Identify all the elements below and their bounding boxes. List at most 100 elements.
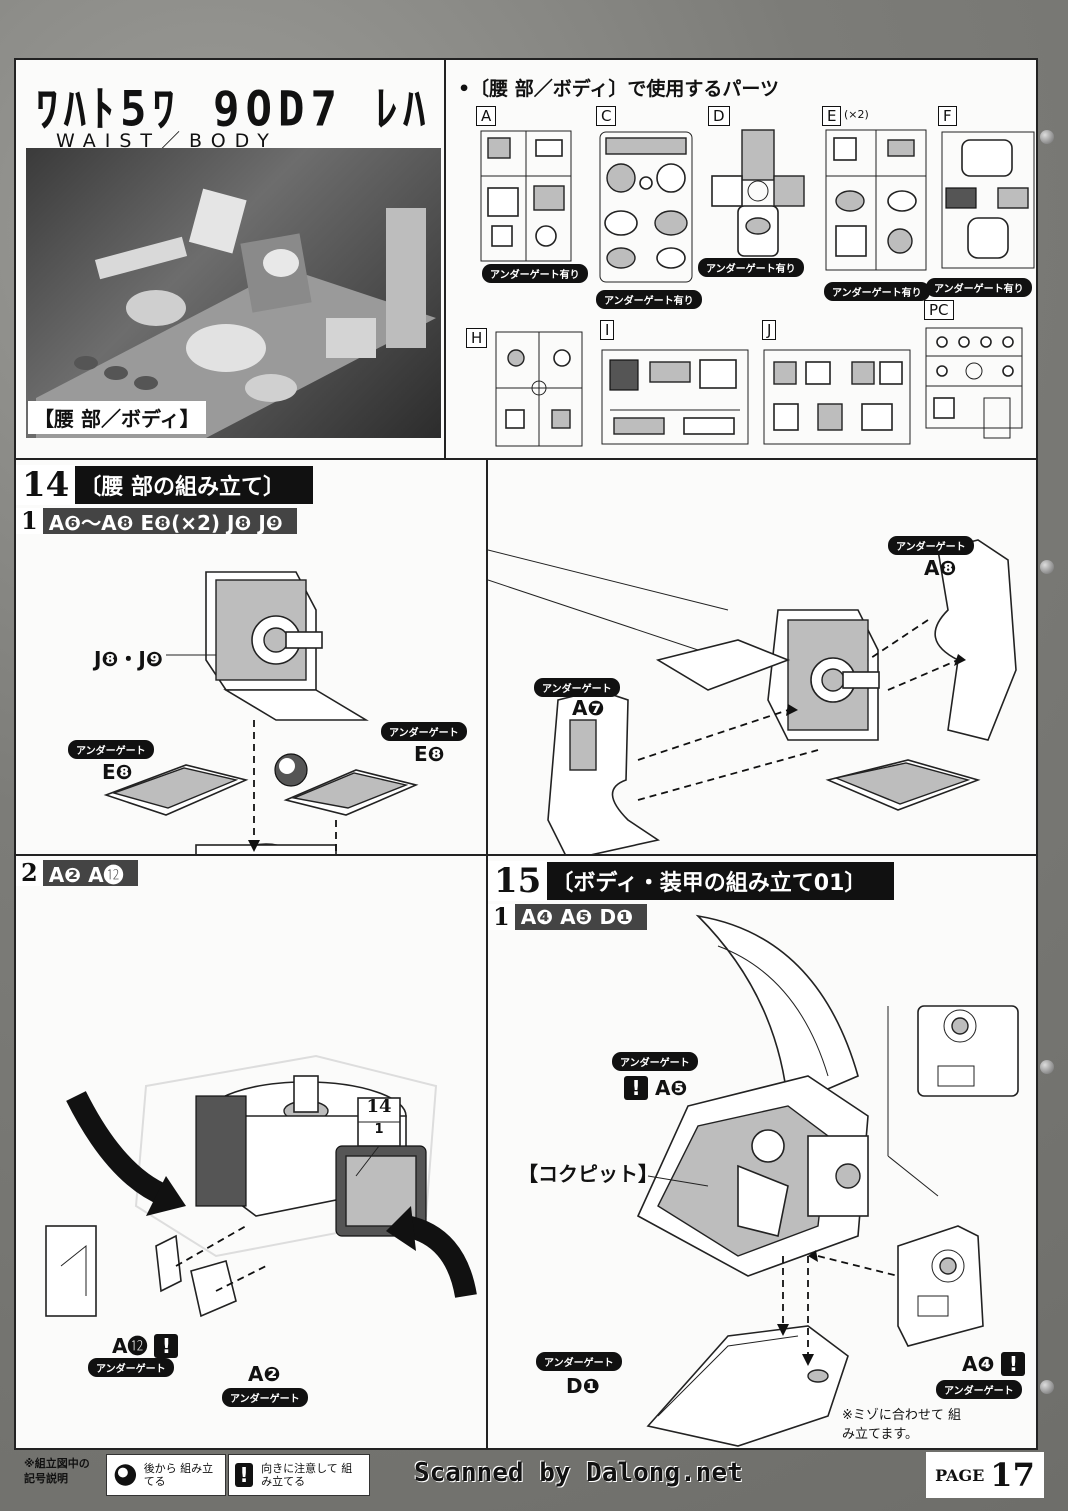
legend-title: ※組立図中の 記号説明 xyxy=(24,1457,90,1485)
under-gate-tag: アンダーゲート有り xyxy=(926,278,1032,297)
runner-j: J xyxy=(762,320,912,450)
rivet-icon xyxy=(1040,1380,1054,1394)
substep-bar: 2 A❷ A⓬ xyxy=(16,860,138,887)
page-number: 17 xyxy=(990,1456,1035,1494)
rivet-icon xyxy=(1040,1060,1054,1074)
scan-credit: Scanned by Dalong.net xyxy=(414,1458,743,1488)
substep-parts: A❻～A❽ E❽(×2) J❽ J❾ xyxy=(48,510,283,535)
callout-a5: ! A❺ xyxy=(624,1076,687,1100)
runner-c: C アンダーゲート有り xyxy=(596,106,702,309)
under-gate-tag: アンダーゲート xyxy=(534,678,620,697)
under-gate-tag: アンダーゲート有り xyxy=(482,264,588,283)
orientation-warning-icon: ! xyxy=(154,1334,179,1358)
step-number: 15 xyxy=(488,861,548,901)
substep-parts: A❹ A❺ D❶ xyxy=(520,905,633,929)
assembly-note: ※ミゾに合わせて 組み立てます。 xyxy=(842,1408,962,1442)
under-gate-tag: アンダーゲート xyxy=(68,740,154,759)
orientation-warning-icon: ! xyxy=(1001,1352,1026,1376)
orientation-warning-icon: ! xyxy=(624,1076,648,1100)
callout-a12-label: A⓬ xyxy=(112,1334,148,1358)
runner-label: PC xyxy=(924,300,954,320)
callout-a8: A❽ xyxy=(924,556,957,580)
photo-caption: 【腰 部／ボディ】 xyxy=(28,401,206,434)
substep-bar: 1 A❹ A❺ D❶ xyxy=(488,904,647,930)
runner-label: A xyxy=(476,106,497,126)
under-gate-tag: アンダーゲート xyxy=(888,536,974,555)
callout-e8-right: E❽ xyxy=(414,742,445,766)
runner-label: I xyxy=(600,320,615,340)
substep-parts: A❷ A⓬ xyxy=(48,862,124,887)
waist-assembly-diagram xyxy=(103,571,419,854)
callout-cockpit: 【コクピット】 xyxy=(518,1162,658,1186)
divider xyxy=(16,854,1036,856)
step-number: 14 xyxy=(16,465,76,505)
step-name: 〔ボディ・装甲の組み立て01〕 xyxy=(551,871,867,896)
runner-label: F xyxy=(938,106,957,126)
under-gate-tag: アンダーゲート xyxy=(936,1380,1022,1399)
legend-text: 向きに注意して 組み立てる xyxy=(261,1462,353,1488)
runner-label: C xyxy=(596,106,617,126)
section-subtitle: WAIST／BODY xyxy=(56,130,278,152)
waist-mount-diagram xyxy=(45,1054,477,1318)
runner-label: J xyxy=(762,320,777,340)
under-gate-tag: アンダーゲート有り xyxy=(698,258,804,277)
substep-number: 1 xyxy=(16,508,43,534)
step-name: 〔腰 部の組み立て〕 xyxy=(79,475,285,500)
callout-e8-left: E❽ xyxy=(102,760,133,784)
step14-sub2: 2 A❷ A⓬ xyxy=(16,856,486,1450)
runner-i: I xyxy=(600,320,750,450)
page-number-box: PAGE 17 xyxy=(926,1452,1044,1498)
substep-number: 2 xyxy=(16,860,43,886)
rivet-icon xyxy=(1040,130,1054,144)
under-gate-tag: アンダーゲート xyxy=(381,722,467,741)
divider xyxy=(486,854,488,1450)
assemble-later-icon xyxy=(114,1464,137,1486)
divider xyxy=(486,458,488,854)
callout-a5-label: A❺ xyxy=(654,1076,688,1100)
runner-f: F アンダーゲート有り xyxy=(926,106,1038,297)
ref-step-number: 14 xyxy=(366,1096,392,1117)
legend-text: 後から 組み立てる xyxy=(143,1462,214,1488)
waist-armor-diagram xyxy=(488,539,1017,854)
step15: 15 〔ボディ・装甲の組み立て01〕 1 A❹ A❺ D❶ xyxy=(488,856,1036,1450)
runner-label: E xyxy=(822,106,842,126)
callout-a4-label: A❹ xyxy=(962,1352,995,1376)
callout-d1: D❶ xyxy=(566,1374,600,1398)
callout-a4: A❹ ! xyxy=(962,1352,1026,1376)
callout-j8-j9: J❽・J❾ xyxy=(94,647,163,671)
divider xyxy=(16,458,1036,460)
step14-sub1-left: 14 〔腰 部の組み立て〕 1 A❻～A❽ E❽(×2) J❽ J❾ xyxy=(16,460,486,854)
kit-photo: 【腰 部／ボディ】 xyxy=(26,148,441,438)
under-gate-tag: アンダーゲート xyxy=(612,1052,698,1071)
parts-panel: •〔腰 部／ボディ〕で使用するパーツ A アンダーゲート有り xyxy=(446,60,1036,458)
under-gate-tag: アンダーゲート有り xyxy=(596,290,702,309)
runner-a: A アンダーゲート有り xyxy=(476,106,588,286)
parts-title: •〔腰 部／ボディ〕で使用するパーツ xyxy=(458,78,780,100)
runner-d: D アンダーゲート有り xyxy=(698,106,808,277)
legend-orientation: ! 向きに注意して 組み立てる xyxy=(228,1454,370,1496)
runner-multiplier: (×2) xyxy=(844,108,869,121)
cockpit-assembly-diagram xyxy=(636,914,1019,1447)
step-14-title: 14 〔腰 部の組み立て〕 xyxy=(16,465,313,505)
runner-pc: PC xyxy=(924,300,1034,450)
instruction-sheet: ﾜﾊﾄ5ﾜ 9OD7 ﾚﾊTﾜ WAIST／BODY 【腰 部／ボディ】 xyxy=(14,58,1038,1450)
runner-h: H xyxy=(466,328,583,450)
runner-label: D xyxy=(708,106,730,126)
header-left: ﾜﾊﾄ5ﾜ 9OD7 ﾚﾊTﾜ WAIST／BODY 【腰 部／ボディ】 xyxy=(16,60,444,458)
under-gate-tag: アンダーゲート xyxy=(536,1352,622,1371)
rivet-icon xyxy=(1040,560,1054,574)
runner-e: E (×2) アンダーゲート有り xyxy=(822,106,932,301)
step14-sub1-right: アンダーゲート A❽ アンダーゲート A❼ xyxy=(488,460,1036,854)
substep-bar: 1 A❻～A❽ E❽(×2) J❽ J❾ xyxy=(16,508,297,535)
under-gate-tag: アンダーゲート xyxy=(222,1388,308,1407)
ref-substep-number: 1 xyxy=(374,1122,384,1137)
callout-a2: A❷ xyxy=(248,1362,281,1386)
divider xyxy=(444,60,446,458)
footer: ※組立図中の 記号説明 後から 組み立てる ! 向きに注意して 組み立てる Sc… xyxy=(14,1452,1054,1500)
under-gate-tag: アンダーゲート有り xyxy=(824,282,930,301)
legend-assemble-later: 後から 組み立てる xyxy=(106,1454,226,1496)
orientation-warning-icon: ! xyxy=(235,1463,254,1487)
runner-label: H xyxy=(466,328,488,348)
under-gate-tag: アンダーゲート xyxy=(88,1358,174,1377)
page-label: PAGE xyxy=(935,1465,985,1485)
